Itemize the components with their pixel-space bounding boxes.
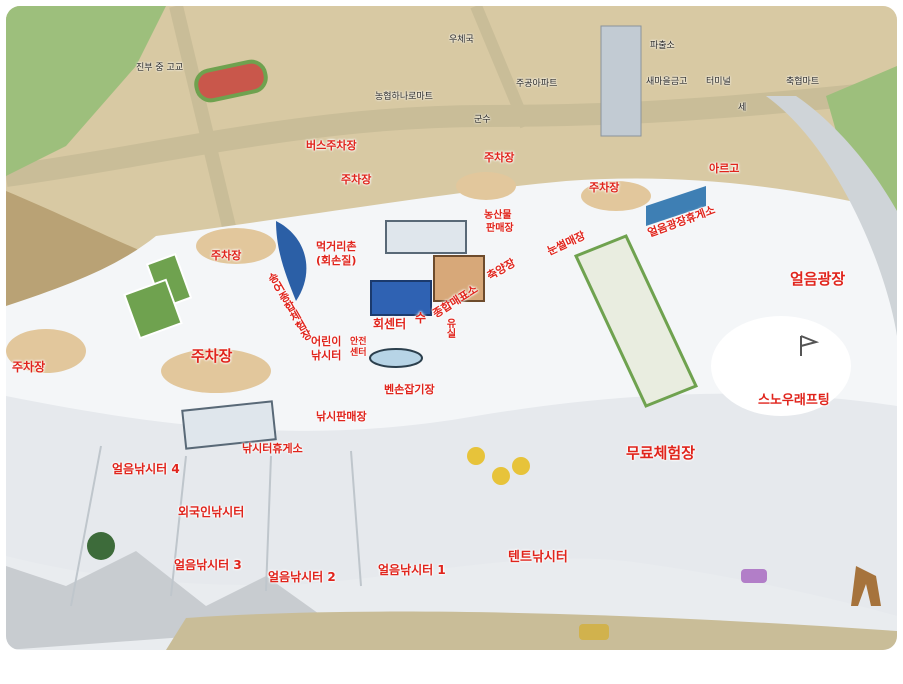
tent-fishing-label: 텐트낚시터 <box>508 550 568 565</box>
side-road <box>169 6 243 258</box>
parking-label: 주차장 <box>12 360 46 374</box>
deer <box>851 566 881 606</box>
terminal-label: 터미널 <box>706 77 731 87</box>
ice-plaza-label: 얼음광장 <box>790 270 846 288</box>
police-label: 파출소 <box>650 41 675 51</box>
safety-center-label: 안전 <box>350 337 367 347</box>
bench-game-label: 벤손잡기장 <box>384 383 435 396</box>
river-bank <box>766 96 897 336</box>
parking-label: 주차장 <box>191 347 233 365</box>
food-court <box>385 220 467 254</box>
car <box>579 624 609 640</box>
ice-fishing-zone-4-label: 얼음낚시터 4 <box>112 462 180 476</box>
parking-patch <box>456 172 516 200</box>
safety-center-label-2: 센터 <box>350 348 367 358</box>
rest-tent <box>646 186 706 226</box>
pine-tree <box>87 532 115 560</box>
raw-fish-center-label: 회센터 <box>373 317 407 331</box>
sled-slope <box>573 234 699 408</box>
food-court-sub-label: (회손질) <box>316 254 357 267</box>
tent <box>512 457 530 475</box>
rafting-flag <box>800 335 820 356</box>
farm-stall-label-2: 판매장 <box>486 223 514 234</box>
free-zone-label: 무료체험장 <box>626 444 696 462</box>
ice-fishing-zone-3-label: 얼음낚시터 3 <box>174 558 242 572</box>
tent <box>492 467 510 485</box>
school-label: 진부 중 고교 <box>136 63 184 73</box>
road-bottom <box>166 611 897 650</box>
school-track <box>194 59 268 103</box>
skating-rink <box>369 348 423 368</box>
parking-patch <box>6 329 86 373</box>
map-illustration <box>6 6 897 650</box>
zone-divider <box>70 445 362 607</box>
tent <box>467 447 485 465</box>
argo-label: 아르고 <box>709 162 740 175</box>
chukhyup-mart-label: 축협마트 <box>786 77 820 87</box>
hanaro-mart-label: 농협하나로마트 <box>375 92 433 102</box>
fishing-rest-label: 낚시터휴게소 <box>242 442 303 455</box>
gunsu-label: 군수 <box>474 115 491 125</box>
ice-fishing-zone-2-label: 얼음낚시터 2 <box>268 570 336 584</box>
bus-parking-label: 버스주차장 <box>306 139 357 152</box>
parking-label: 주차장 <box>484 151 515 164</box>
kids-fishing-label-2: 낚시터 <box>311 349 342 362</box>
apartment-tower <box>600 25 642 137</box>
car <box>741 569 767 583</box>
fishing-rest-hall <box>181 400 277 450</box>
ticket-building <box>433 255 485 302</box>
river-fish <box>276 221 307 301</box>
main-road <box>6 80 897 187</box>
parking-patch <box>581 181 651 211</box>
farm-stall-label: 농산물 <box>484 210 512 221</box>
trout-hall <box>370 280 432 316</box>
parking-label: 주차장 <box>211 249 242 262</box>
savings-label: 새마을금고 <box>646 77 688 87</box>
kids-fishing-label: 어린이 <box>311 335 342 348</box>
foreigner-fishing-label: 외국인낚시터 <box>178 505 245 519</box>
food-court-label: 먹거리촌 <box>316 240 357 253</box>
parking-label: 주차장 <box>341 173 372 186</box>
parking-label: 주차장 <box>589 181 620 194</box>
ice-fishing-zone-1-label: 얼음낚시터 1 <box>378 563 446 577</box>
ice-field-lower <box>6 393 897 616</box>
post-office-label: 우체국 <box>449 35 474 45</box>
side-road-2 <box>470 6 532 129</box>
sports-field <box>123 278 183 340</box>
snow-rafting-label: 스노우래프팅 <box>758 393 830 408</box>
parking-patch <box>196 228 276 264</box>
lost-found-label: 유실 <box>444 318 455 338</box>
shop-label: 수 <box>415 311 427 325</box>
festival-map: 진부 중 고교 우체국 파출소 농협하나로마트 주공아파트 새마을금고 터미널 … <box>6 6 897 650</box>
jugong-apt-label: 주공아파트 <box>516 79 558 89</box>
fisheries-label: 세 <box>738 103 747 113</box>
hill-left <box>6 6 166 176</box>
bait-shop-label: 낚시판매장 <box>316 410 367 423</box>
parking-patch <box>161 349 271 393</box>
